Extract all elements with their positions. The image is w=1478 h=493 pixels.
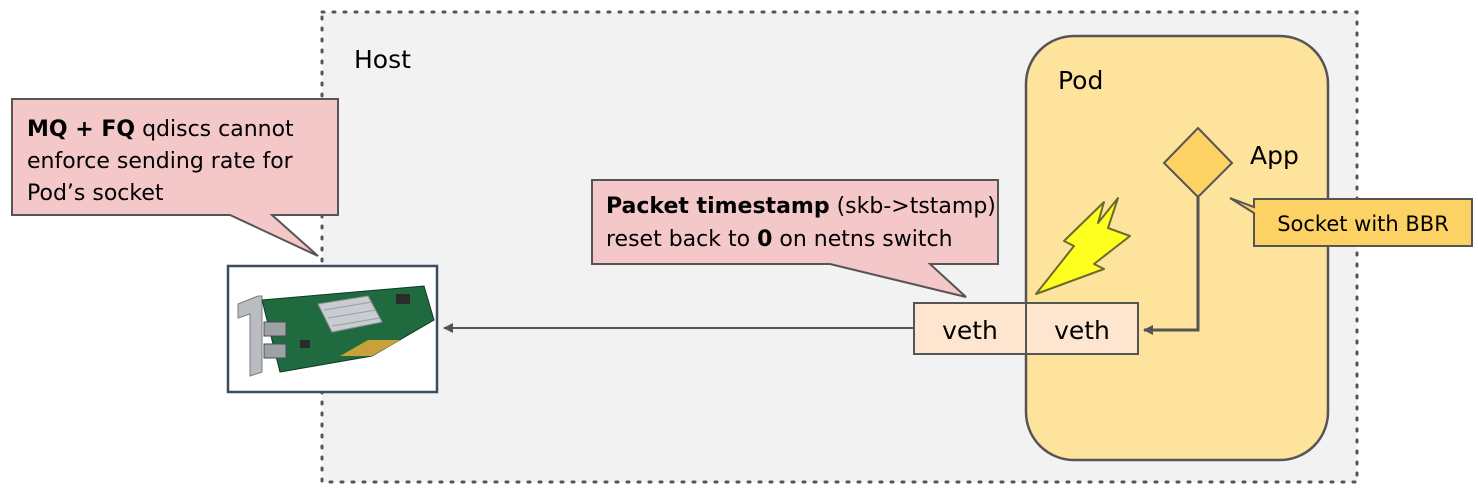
timestamp-callout-zero: 0 (757, 227, 772, 252)
timestamp-callout-line1: Packet timestamp (skb->tstamp) (606, 194, 996, 219)
nic-callout-line1-rest: qdiscs cannot (135, 117, 294, 142)
timestamp-callout-box (591, 179, 999, 298)
nic-callout-line1: MQ + FQ qdiscs cannot (27, 117, 294, 142)
timestamp-callout-bold: Packet timestamp (606, 194, 830, 219)
socket-callout-box (1229, 197, 1473, 247)
nic-callout-line2: enforce sending rate for (27, 149, 294, 174)
pod-label: Pod (1058, 66, 1103, 95)
timestamp-callout-line2: reset back to 0 on netns switch (606, 227, 953, 252)
veth-pod-label: veth (1054, 316, 1110, 345)
socket-label: Socket with BBR (1277, 212, 1449, 236)
app-to-veth-arrow (1143, 197, 1200, 335)
veth-host-box (913, 302, 1027, 355)
lightning-bolt-icon (1035, 197, 1131, 295)
nic-callout-bold: MQ + FQ (27, 117, 135, 142)
timestamp-callout-line2-prefix: reset back to (606, 227, 757, 252)
app-label: App (1250, 141, 1299, 170)
veth-pod-box (1025, 302, 1139, 355)
network-card-icon (237, 285, 435, 377)
nic-callout-box (11, 98, 339, 257)
host-label: Host (354, 45, 411, 74)
veth-host-label: veth (942, 316, 998, 345)
nic-callout-line3: Pod’s socket (27, 181, 164, 206)
timestamp-callout-line2-suffix: on netns switch (772, 227, 952, 252)
timestamp-callout-line1-rest: (skb->tstamp) (830, 194, 996, 219)
